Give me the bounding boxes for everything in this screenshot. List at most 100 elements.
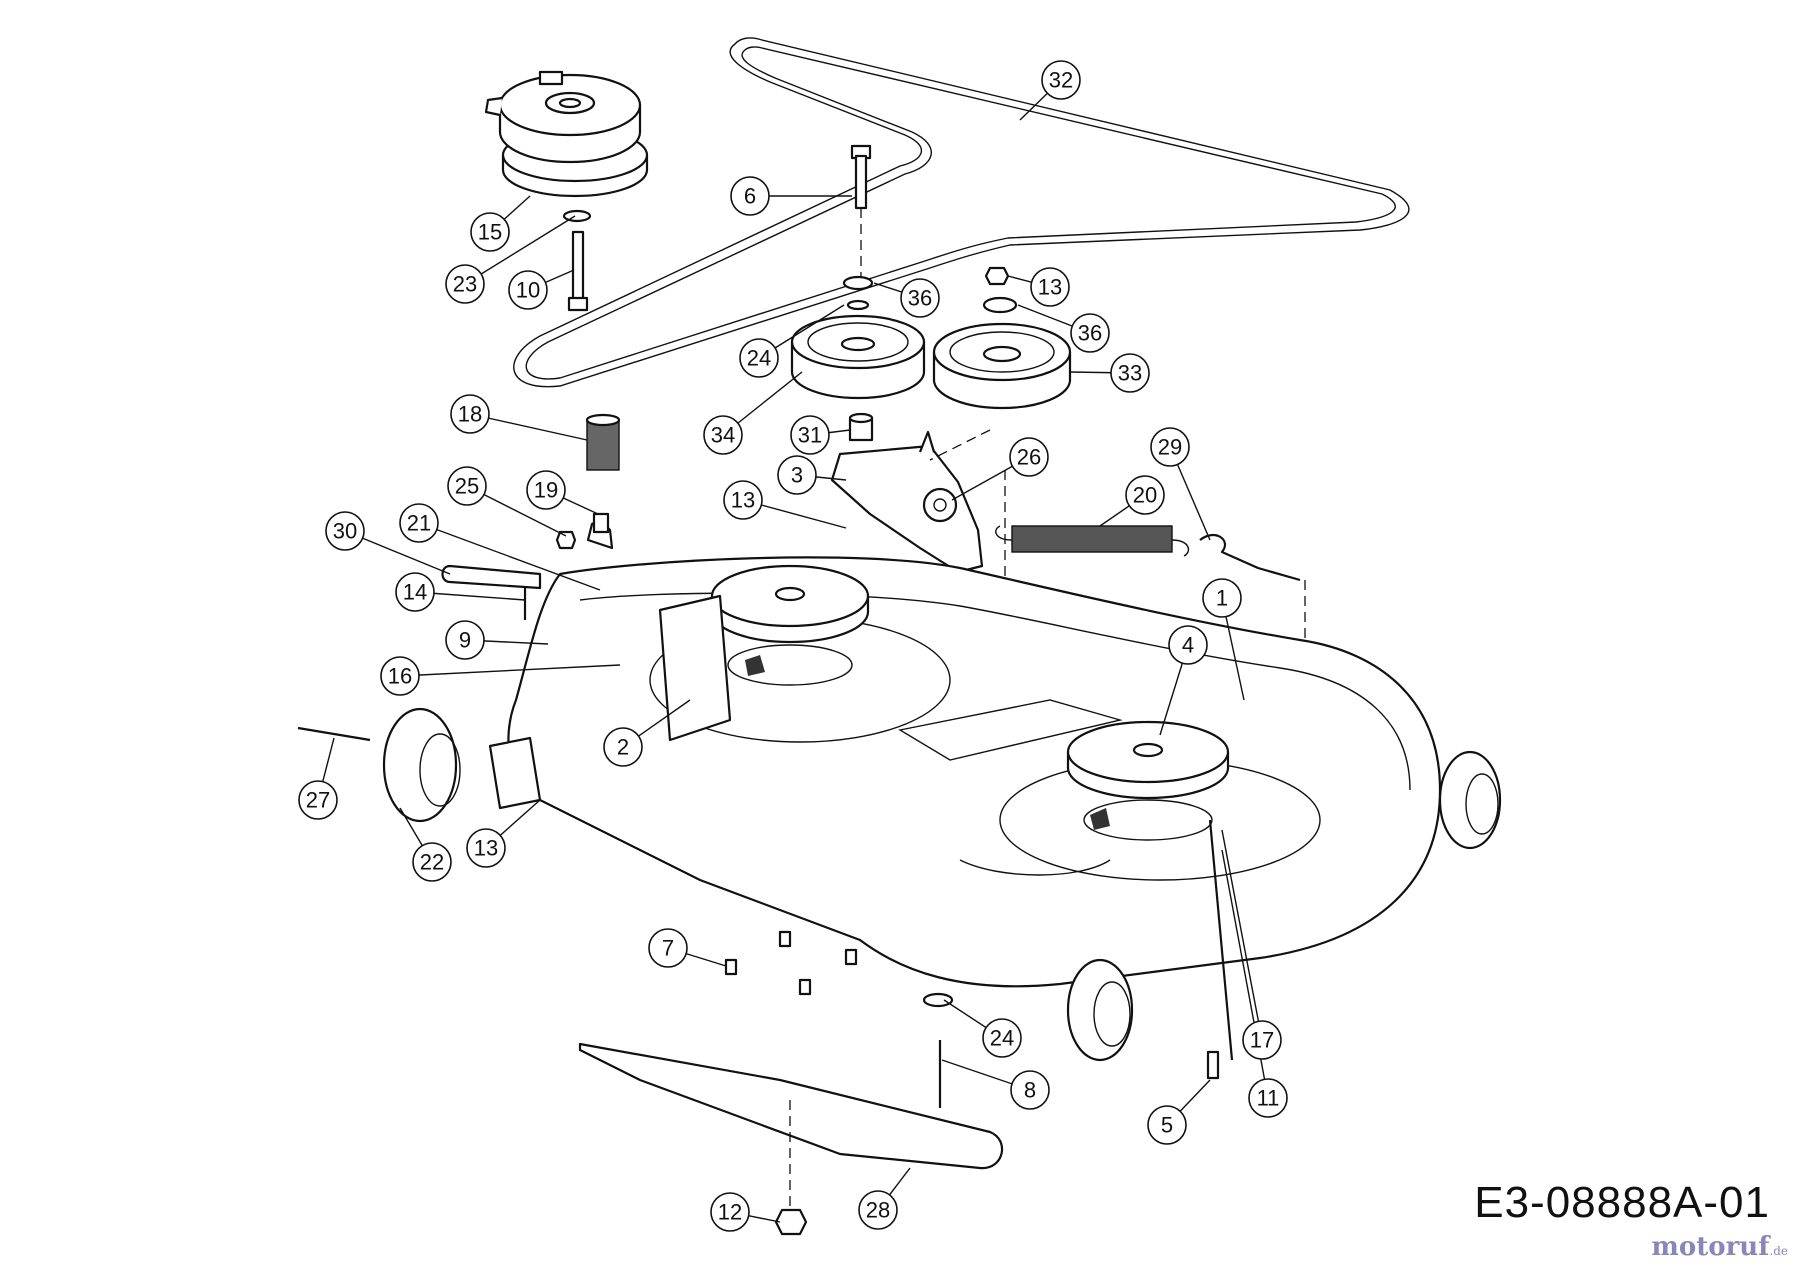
callout-29: 29 [1150,427,1190,467]
svg-text:3: 3 [791,463,803,488]
callout-7: 7 [648,928,688,968]
deck-wheel-front-left [382,707,461,823]
svg-text:9: 9 [459,628,471,653]
callout-30: 30 [325,511,365,551]
callout-36: 36 [900,278,940,318]
svg-text:13: 13 [474,836,498,861]
deck-bolt [1206,1050,1220,1080]
svg-text:11: 11 [1257,1086,1280,1111]
deck-wheel-rear [1066,958,1134,1062]
callout-13: 13 [1030,267,1070,307]
height-bracket [658,594,732,742]
height-bushing [585,413,621,471]
mower-blade [578,1042,1004,1170]
leader-line [399,664,621,677]
left-spindle-pulley [710,564,870,686]
svg-text:36: 36 [1078,321,1102,346]
svg-text:22: 22 [420,850,444,875]
idler-bolt [850,144,872,210]
callout-5: 5 [1147,1105,1187,1145]
spring-rod [1199,534,1301,582]
callout-12: 12 [710,1192,750,1232]
svg-text:18: 18 [458,402,482,427]
svg-text:13: 13 [731,488,755,513]
svg-text:24: 24 [747,346,771,371]
callout-18: 18 [450,394,490,434]
svg-text:30: 30 [333,519,357,544]
callout-25: 25 [447,466,487,506]
callout-28: 28 [858,1190,898,1230]
callout-2: 2 [603,727,643,767]
callout-22: 22 [412,842,452,882]
hex-flange-screws [724,930,858,996]
hex-screw-small [555,530,577,550]
callout-32: 32 [1041,60,1081,100]
flange-nut-top [984,266,1010,286]
svg-text:26: 26 [1017,445,1041,470]
svg-text:23: 23 [453,272,477,297]
svg-text:6: 6 [744,184,756,209]
svg-text:36: 36 [908,286,932,311]
svg-text:5: 5 [1161,1113,1173,1138]
callout-26: 26 [1009,437,1049,477]
svg-text:15: 15 [478,220,502,245]
svg-text:31: 31 [798,423,822,448]
leader-line [418,522,601,591]
svg-text:34: 34 [711,423,735,448]
callout-9: 9 [445,620,485,660]
leader-line [464,215,576,285]
tension-spring [995,525,1190,557]
handle-grip [441,564,542,590]
bearing-spacer-left [842,275,874,291]
callout-24: 24 [982,1018,1022,1058]
idler-pulley-right [932,322,1072,410]
callout-10: 10 [508,270,548,310]
svg-text:16: 16 [388,664,412,689]
clutch-bolt [567,230,589,312]
svg-text:28: 28 [866,1198,890,1223]
idler-arm [830,430,984,574]
callout-27: 27 [298,780,338,820]
svg-text:21: 21 [407,511,431,536]
callout-33: 33 [1110,353,1150,393]
svg-text:29: 29 [1158,435,1182,460]
washer-left [846,299,870,311]
wheel-axle-bolt [297,726,371,742]
svg-text:24: 24 [990,1026,1014,1051]
callout-3: 3 [777,455,817,495]
callout-20: 20 [1125,475,1165,515]
svg-text:13: 13 [1038,275,1062,300]
mower-deck [507,556,1442,988]
svg-text:1: 1 [1216,586,1228,611]
svg-text:25: 25 [455,474,479,499]
callout-24: 24 [739,338,779,378]
callout-31: 31 [790,415,830,455]
callout-6: 6 [730,176,770,216]
watermark-logo: motoruf.de [1651,1232,1788,1262]
svg-text:20: 20 [1133,483,1157,508]
svg-text:2: 2 [617,735,629,760]
blade-nut [774,1208,808,1236]
spacer-washer [922,992,954,1008]
bearing-spacer-right [982,296,1018,314]
callout-1: 1 [1202,578,1242,618]
leader-line [469,413,588,441]
callout-36: 36 [1070,313,1110,353]
callout-14: 14 [395,572,435,612]
callout-13: 13 [723,480,763,520]
pivot-pin [1208,819,1234,1061]
svg-text:19: 19 [534,478,558,503]
callout-17: 17 [1242,1020,1282,1060]
callout-13: 13 [466,828,506,868]
drive-belt [513,37,1410,388]
callout-19: 19 [526,470,566,510]
callout-11: 11 [1248,1078,1288,1118]
svg-text:14: 14 [403,580,427,605]
callout-15: 15 [470,212,510,252]
callout-21: 21 [399,503,439,543]
svg-text:8: 8 [1024,1078,1036,1103]
clutch-washer [562,209,592,223]
